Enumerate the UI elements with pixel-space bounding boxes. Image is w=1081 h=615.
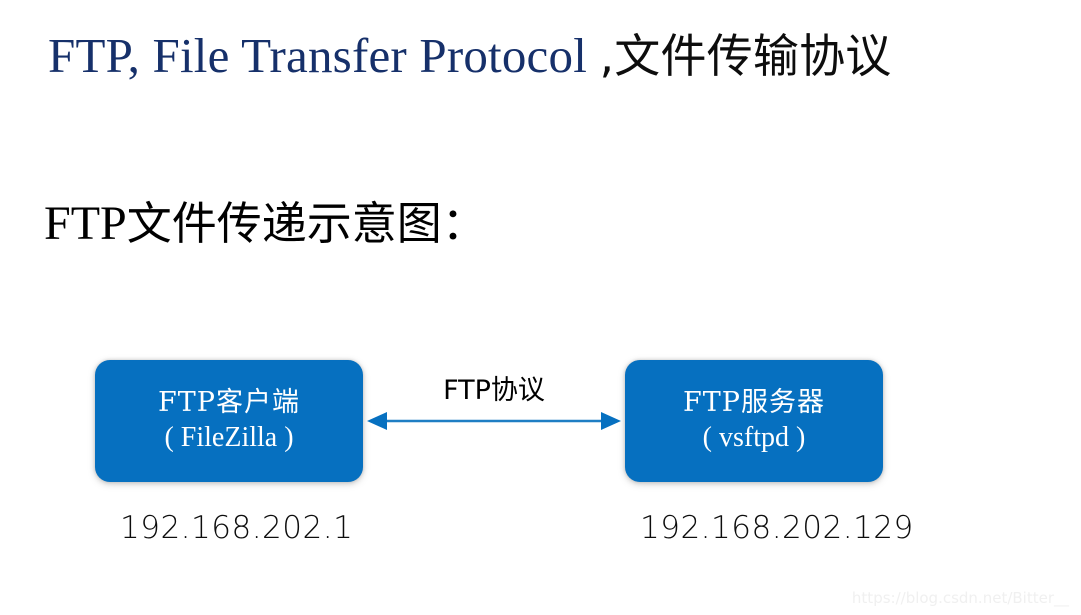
- page-title: FTP, File Transfer Protocol ,文件传输协议: [48, 28, 892, 84]
- client-ip-address: 192.168.202.1: [120, 510, 354, 546]
- server-node-box: FTP服务器 ( vsftpd ): [625, 360, 883, 482]
- bidirectional-arrow-icon: [367, 412, 621, 430]
- client-node-title: FTP客户端: [158, 386, 300, 418]
- server-node-subtitle: ( vsftpd ): [702, 422, 806, 454]
- page-title-english: FTP, File Transfer Protocol: [48, 28, 600, 83]
- connector-label: FTP协议: [443, 375, 545, 406]
- client-node-box: FTP客户端 ( FileZilla ): [95, 360, 363, 482]
- section-subtitle: FTP文件传递示意图：: [44, 196, 487, 251]
- section-subtitle-chinese: 文件传递示意图：: [126, 197, 487, 250]
- section-subtitle-english: FTP: [44, 197, 127, 250]
- server-node-title: FTP服务器: [683, 386, 825, 418]
- page-title-chinese: ,文件传输协议: [599, 29, 892, 83]
- server-ip-address: 192.168.202.129: [640, 510, 914, 546]
- client-node-subtitle: ( FileZilla ): [164, 422, 294, 454]
- source-watermark: https://blog.csdn.net/Bitter__: [851, 589, 1069, 607]
